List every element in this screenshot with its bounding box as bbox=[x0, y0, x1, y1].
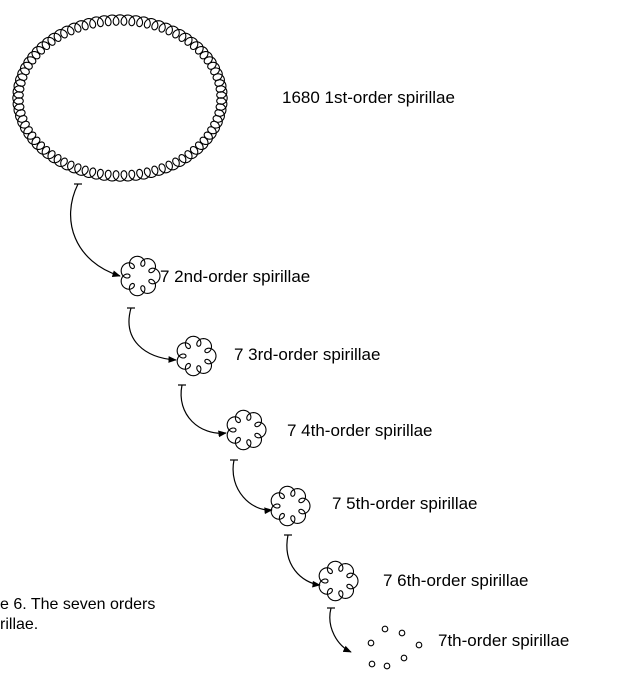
figure-caption-line-2: rillae. bbox=[0, 616, 39, 633]
label-3rd-order: 7 3rd-order spirillae bbox=[234, 345, 381, 364]
second-order-spiral bbox=[120, 255, 161, 297]
figure-caption-line-1: e 6. The seven orders bbox=[0, 596, 156, 613]
label-7th-order: 7th-order spirillae bbox=[438, 631, 570, 650]
sixth-order-spiral bbox=[318, 560, 359, 602]
label-1st-order: 1680 1st-order spirillae bbox=[282, 88, 455, 107]
fifth-order-spiral bbox=[270, 485, 311, 527]
fourth-order-spiral bbox=[226, 409, 267, 451]
third-order-spiral bbox=[176, 335, 217, 377]
label-4th-order: 7 4th-order spirillae bbox=[287, 421, 433, 440]
seventh-order-circle-3 bbox=[415, 641, 423, 649]
seventh-order-circle-2 bbox=[398, 629, 406, 637]
label-5th-order: 7 5th-order spirillae bbox=[332, 494, 478, 513]
seventh-order-circle-7 bbox=[368, 660, 376, 668]
arrow-4-to-5 bbox=[232, 459, 273, 515]
seventh-order-circle-6 bbox=[383, 662, 391, 670]
label-2nd-order: 7 2nd-order spirillae bbox=[160, 267, 311, 286]
label-6th-order: 7 6th-order spirillae bbox=[383, 571, 529, 590]
spirillae-coils bbox=[12, 14, 359, 602]
seventh-order-circle-1 bbox=[381, 625, 389, 633]
seventh-order-circle-5 bbox=[400, 654, 408, 662]
arrow-2-to-3 bbox=[128, 307, 177, 363]
first-order-spiral bbox=[12, 14, 228, 182]
arrow-3-to-4 bbox=[180, 384, 227, 438]
seventh-order-spirillae bbox=[367, 625, 423, 670]
arrow-6-to-7 bbox=[329, 607, 352, 653]
connection-arrows bbox=[70, 183, 352, 653]
seventh-order-circle-4 bbox=[367, 639, 375, 647]
arrow-1-to-2 bbox=[70, 183, 121, 277]
arrow-5-to-6 bbox=[286, 534, 321, 588]
